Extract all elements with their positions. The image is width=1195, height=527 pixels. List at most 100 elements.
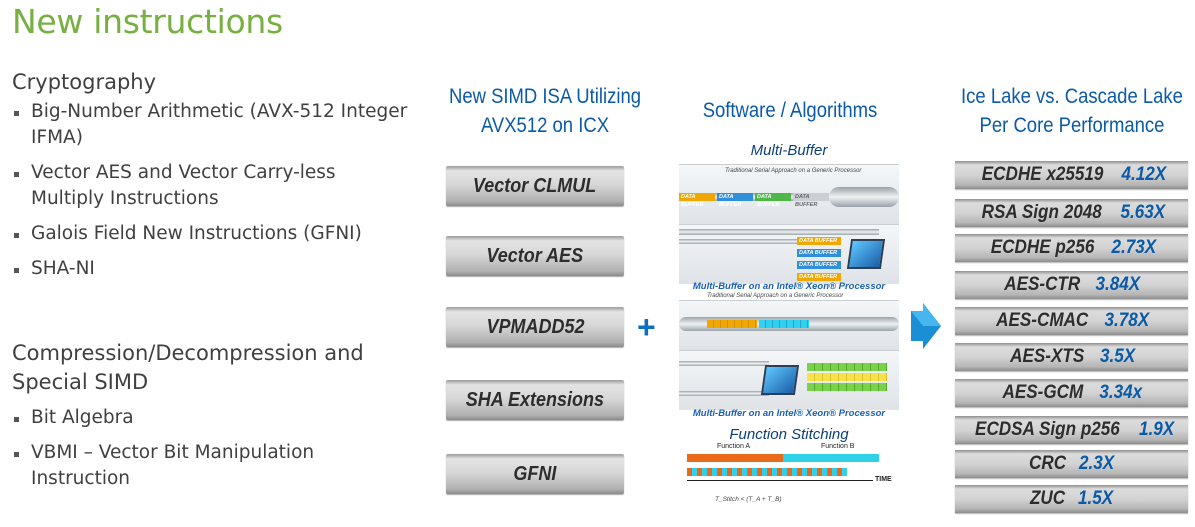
pipe: [679, 239, 799, 244]
perf-row-zuc: ZUC 1.5X: [955, 485, 1188, 513]
perf-name: ECDHE p256: [990, 237, 1094, 258]
data-buffer: DATA BUFFER: [755, 193, 791, 208]
compression-section: Compression/Decompression and Special SI…: [12, 339, 412, 501]
isa-item-gfni: GFNI: [446, 454, 624, 494]
function-a-bar: [687, 454, 783, 462]
traditional-caption: Traditional Serial Approach on a Generic…: [725, 168, 862, 174]
right-arrow-icon: [911, 303, 941, 349]
pipe: [679, 391, 769, 396]
function-stitching-title: Function Stitching: [729, 426, 849, 443]
isa-heading-line2: AVX512 on ICX: [480, 114, 610, 137]
isa-item-vector-aes: Vector AES: [446, 236, 624, 276]
compression-heading: Compression/Decompression and Special SI…: [12, 341, 364, 394]
perf-row-aes-xts: AES-XTS 3.5X: [955, 343, 1188, 371]
cryptography-list: Big-Number Arithmetic (AVX-512 Integer I…: [12, 99, 412, 282]
isa-item-label: SHA Extensions: [465, 388, 605, 411]
perf-value: 3.5X: [1099, 346, 1135, 367]
slide-title: New instructions: [12, 2, 283, 41]
performance-heading: Ice Lake vs. Cascade Lake Per Core Perfo…: [960, 82, 1184, 140]
perf-row-aes-ctr: AES-CTR 3.84X: [955, 271, 1188, 299]
isa-item-vpmadd52: VPMADD52: [446, 307, 624, 347]
perf-row-crc: CRC 2.3X: [955, 450, 1188, 478]
perf-name: AES-CTR: [1004, 274, 1081, 295]
data-buffer: DATA BUFFER: [797, 237, 841, 245]
time-label: TIME: [875, 476, 892, 483]
list-item: VBMI – Vector Bit Manipulation Instructi…: [12, 440, 412, 492]
multibuffer-panel: DATA BUFFER DATA BUFFER DATA BUFFER DATA…: [679, 224, 899, 284]
serial-panel: Traditional Serial Approach on a Generic…: [679, 164, 899, 224]
isa-heading-line1: New SIMD ISA Utilizing: [448, 85, 642, 108]
isa-item-label: GFNI: [513, 462, 557, 485]
software-heading: Software / Algorithms: [702, 99, 878, 122]
algorithms-figure: Multi-Buffer Traditional Serial Approach…: [679, 140, 899, 510]
perf-name: AES-CMAC: [996, 310, 1089, 331]
isa-item-label: Vector AES: [486, 244, 584, 267]
data-block: [759, 320, 809, 328]
perf-row-rsa-sign-2048: RSA Sign 2048 5.63X: [955, 199, 1188, 227]
stitched-bar: [687, 468, 847, 476]
multi-buffer-title: Multi-Buffer: [750, 142, 828, 159]
perf-row-aes-cmac: AES-CMAC 3.78X: [955, 307, 1188, 335]
data-block: [707, 320, 757, 328]
performance-heading-line1: Ice Lake vs. Cascade Lake: [961, 85, 1183, 108]
data-block: [807, 363, 887, 371]
list-item: Vector AES and Vector Carry-less Multipl…: [12, 160, 412, 212]
perf-row-ecdsa-sign-p256: ECDSA Sign p256 1.9X: [955, 416, 1188, 444]
perf-name: ECDHE x25519: [981, 164, 1104, 185]
perf-value: 4.12X: [1121, 164, 1166, 185]
data-block: [807, 373, 887, 381]
isa-heading: New SIMD ISA Utilizing AVX512 on ICX: [435, 82, 655, 140]
perf-value: 1.5X: [1077, 488, 1114, 509]
perf-value: 2.3X: [1078, 453, 1115, 474]
time-axis: [687, 480, 873, 481]
perf-row-aes-gcm: AES-GCM 3.34x: [955, 379, 1188, 407]
isa-item-vector-clmul: Vector CLMUL: [446, 166, 624, 206]
multibuffer-caption-2: Multi-Buffer on an Intel® Xeon® Processo…: [692, 408, 886, 419]
processor-icon: [760, 365, 800, 395]
function-b-bar: [783, 454, 879, 462]
data-buffer: DATA BUFFER: [793, 193, 829, 208]
processor-icon: [846, 239, 886, 269]
list-item: Big-Number Arithmetic (AVX-512 Integer I…: [12, 99, 412, 151]
function-a-label: Function A: [717, 443, 751, 450]
data-buffer: DATA BUFFER: [679, 193, 715, 208]
perf-value: 3.84X: [1095, 274, 1141, 295]
perf-value: 2.73X: [1111, 237, 1156, 258]
data-buffer: DATA BUFFER: [797, 273, 841, 281]
multibuffer-caption: Multi-Buffer on an Intel® Xeon® Processo…: [692, 281, 886, 292]
perf-name: AES-GCM: [1002, 382, 1084, 403]
isa-item-label: VPMADD52: [485, 315, 585, 338]
function-b-label: Function B: [821, 443, 855, 450]
serial-panel-2: [679, 300, 899, 350]
perf-value: 1.9X: [1138, 419, 1175, 440]
pipe: [829, 187, 899, 207]
compression-list: Bit Algebra VBMI – Vector Bit Manipulati…: [12, 405, 412, 492]
pipe: [679, 361, 769, 366]
perf-name: AES-XTS: [1010, 346, 1085, 367]
plus-sign: +: [637, 309, 656, 345]
data-buffer: DATA BUFFER: [797, 261, 841, 269]
perf-row-ecdhe-x25519: ECDHE x25519 4.12X: [955, 161, 1188, 189]
perf-row-ecdhe-p256: ECDHE p256 2.73X: [955, 234, 1188, 262]
multibuffer-panel-2: [679, 350, 899, 410]
data-buffer: DATA BUFFER: [717, 193, 753, 208]
list-item: Bit Algebra: [12, 405, 412, 431]
cryptography-section: Cryptography Big-Number Arithmetic (AVX-…: [12, 68, 412, 291]
perf-name: ZUC: [1029, 488, 1066, 509]
list-item: Galois Field New Instructions (GFNI): [12, 221, 412, 247]
list-item: SHA-NI: [12, 256, 412, 282]
performance-heading-line2: Per Core Performance: [979, 114, 1165, 137]
traditional-caption-2: Traditional Serial Approach on a Generic…: [707, 293, 844, 299]
perf-value: 3.78X: [1104, 310, 1150, 331]
perf-name: ECDSA Sign p256: [975, 419, 1120, 440]
perf-value: 3.34x: [1099, 382, 1143, 403]
pipe: [679, 229, 879, 235]
data-buffer: DATA BUFFER: [797, 249, 841, 257]
stitch-formula: T_Stitch < (T_A + T_B): [715, 496, 782, 503]
data-block: [807, 383, 887, 391]
perf-value: 5.63X: [1120, 202, 1166, 223]
isa-item-sha-extensions: SHA Extensions: [446, 380, 624, 420]
isa-item-label: Vector CLMUL: [473, 174, 597, 197]
perf-name: CRC: [1028, 453, 1066, 474]
perf-name: RSA Sign 2048: [982, 202, 1103, 223]
